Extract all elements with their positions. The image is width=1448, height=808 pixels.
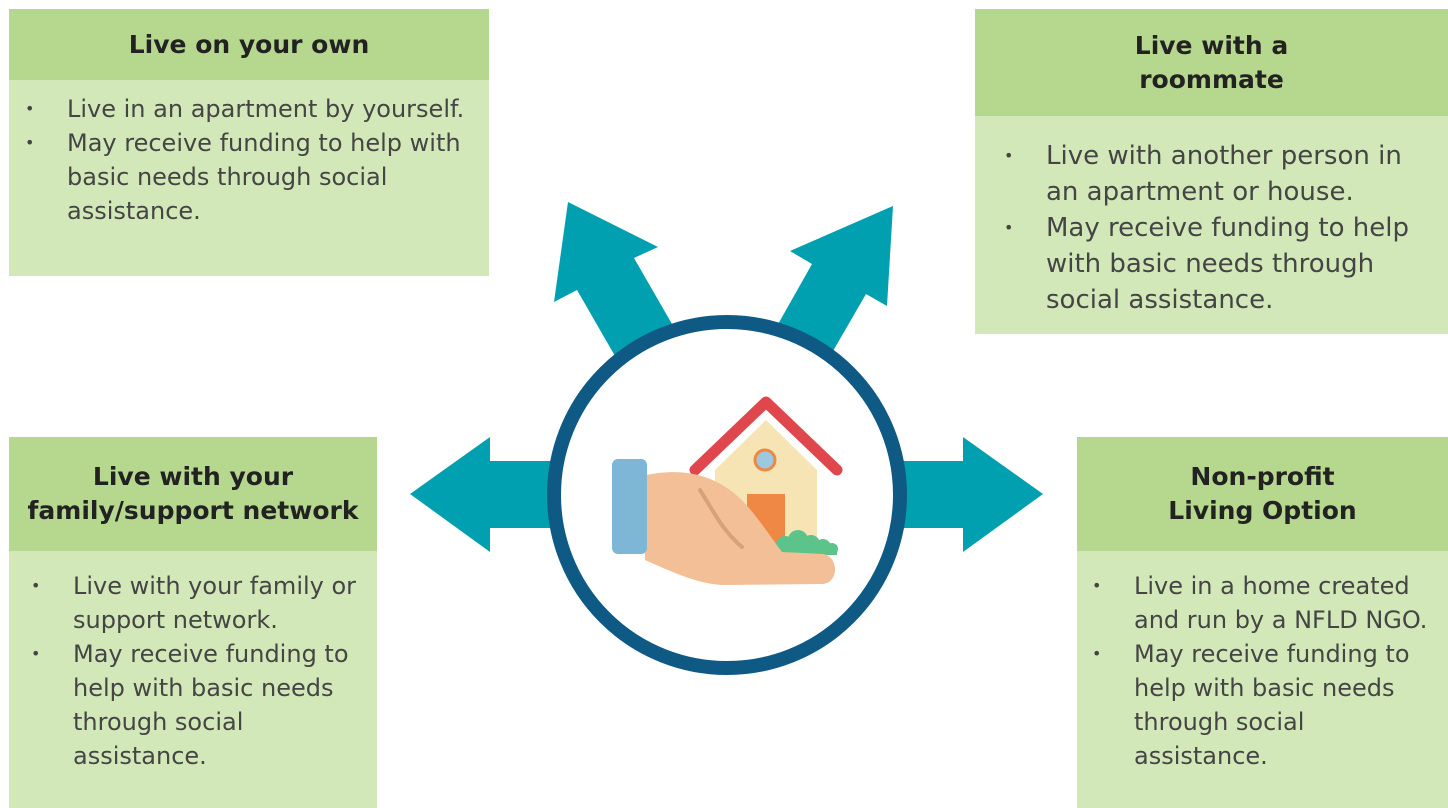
card-live-on-your-own: Live on your own Live in an apartment by…: [9, 9, 489, 276]
card-live-with-roommate: Live with a roommate Live with another p…: [975, 9, 1448, 334]
card-body: Live in an apartment by yourself. May re…: [9, 80, 489, 276]
card-title: Non-profit Living Option: [1077, 437, 1448, 551]
arrow-left-icon: [410, 437, 560, 552]
card-title: Live on your own: [9, 9, 489, 80]
list-item: Live with another person in an apartment…: [1004, 138, 1438, 210]
arrow-up-right-icon: [777, 206, 893, 358]
card-body: Live with another person in an apartment…: [975, 116, 1448, 334]
list-item: Live in an apartment by yourself.: [25, 92, 479, 126]
list-item: May receive funding to help with basic n…: [1092, 637, 1438, 773]
card-live-with-family: Live with your family/support network Li…: [9, 437, 377, 808]
list-item: May receive funding to help with basic n…: [1004, 210, 1438, 318]
list-item: May receive funding to help with basic n…: [31, 637, 367, 773]
hand-icon: [612, 459, 836, 585]
list-item: Live with your family or support network…: [31, 569, 367, 637]
card-title: Live with your family/support network: [9, 437, 377, 551]
list-item: Live in a home created and run by a NFLD…: [1092, 569, 1438, 637]
bullet-list: Live with another person in an apartment…: [1004, 138, 1438, 318]
arrow-right-icon: [893, 437, 1043, 552]
bullet-list: Live with your family or support network…: [31, 569, 367, 773]
list-item: May receive funding to help with basic n…: [25, 126, 479, 228]
bullet-list: Live in a home created and run by a NFLD…: [1092, 569, 1438, 773]
bullet-list: Live in an apartment by yourself. May re…: [25, 92, 479, 228]
card-body: Live in a home created and run by a NFLD…: [1077, 551, 1448, 808]
card-body: Live with your family or support network…: [9, 551, 377, 808]
card-non-profit-living-option: Non-profit Living Option Live in a home …: [1077, 437, 1448, 808]
arrow-up-left-icon: [554, 202, 672, 356]
card-title: Live with a roommate: [975, 9, 1448, 116]
